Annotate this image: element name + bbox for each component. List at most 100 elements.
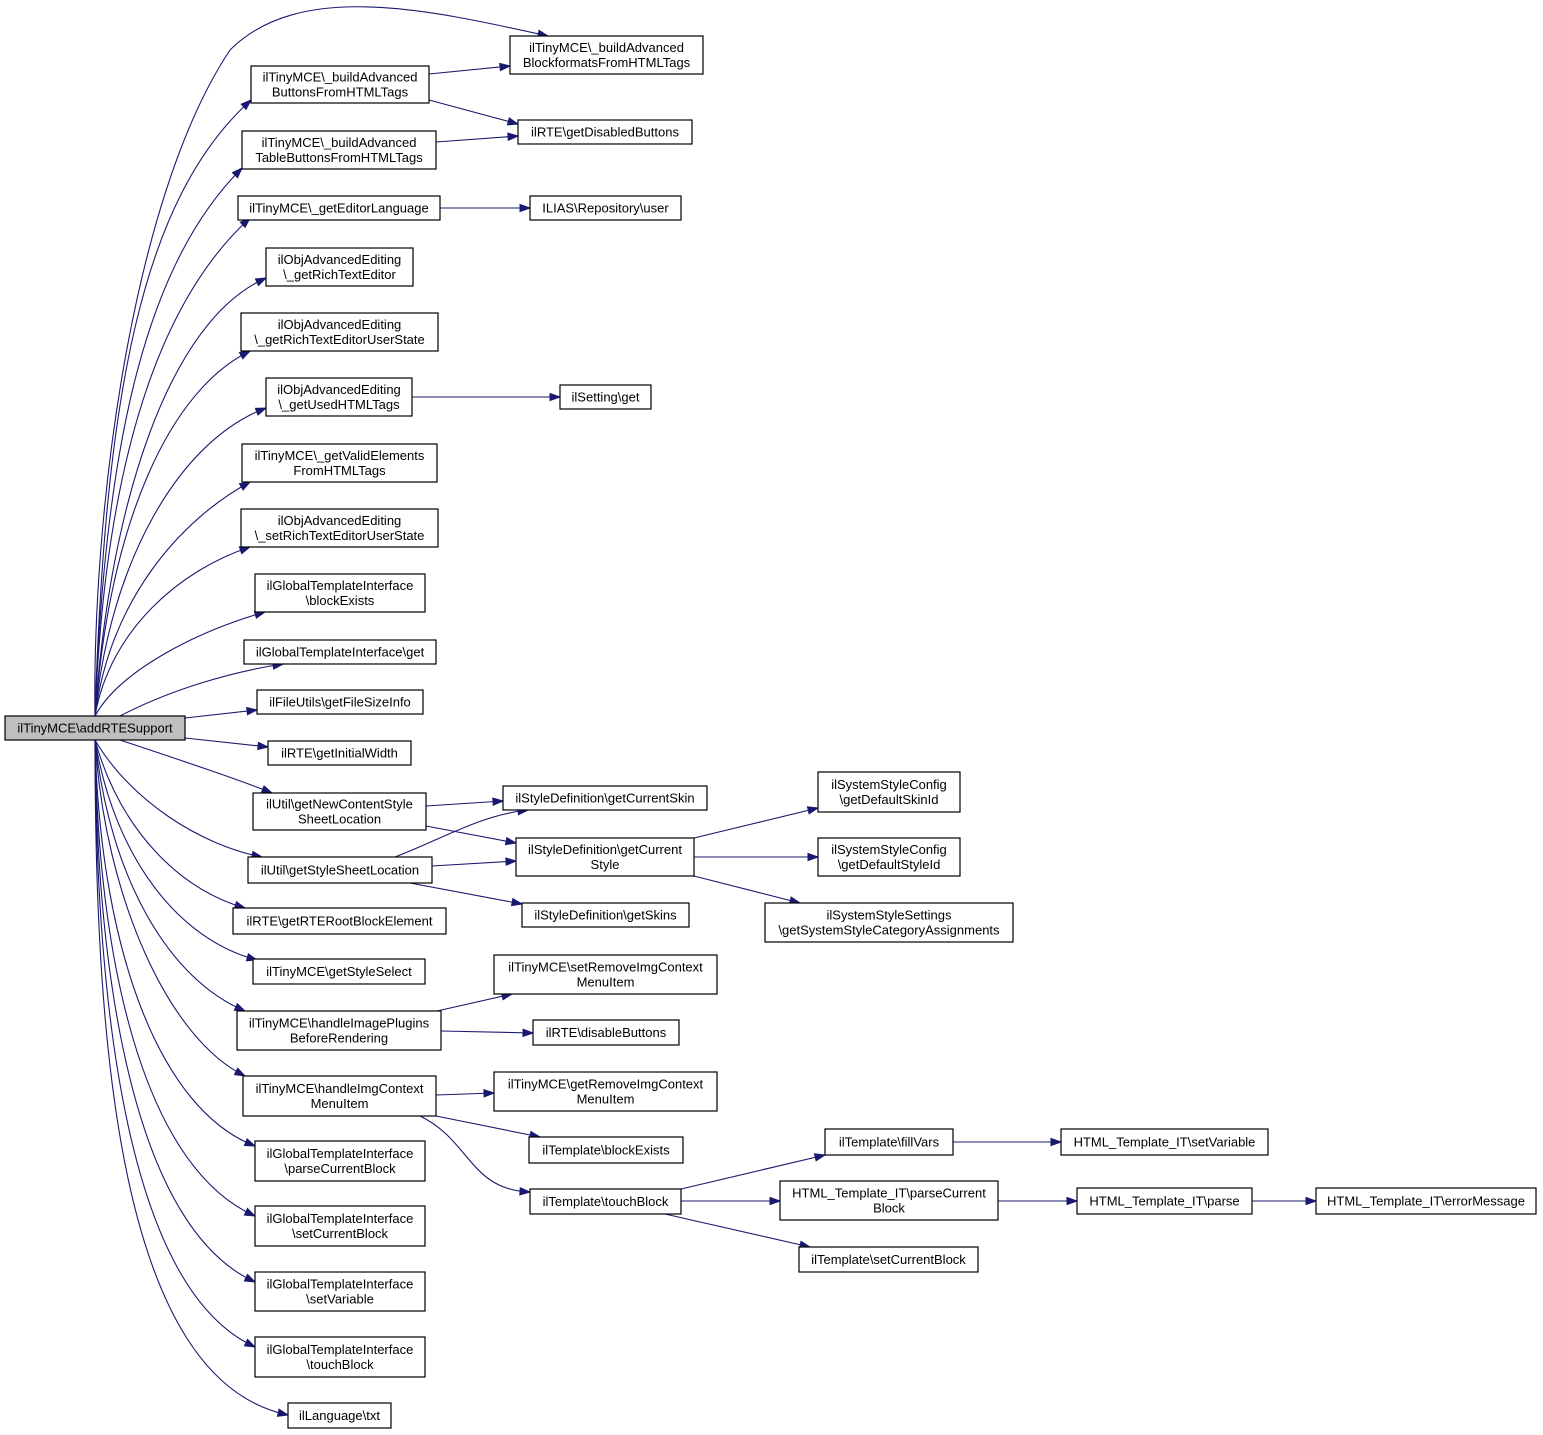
node-tplSetCurrentBlock-label-0: ilTemplate\setCurrentBlock [811, 1252, 966, 1267]
node-getRTERootBlock-box [232, 907, 447, 935]
node-getDisabledButtons[interactable]: ilRTE\getDisabledButtons [517, 119, 693, 145]
edge-tplTouchBlock-to-tplSetCurrentBlock [664, 1213, 811, 1248]
node-getSystemStyleCat-box [764, 902, 1014, 943]
node-getUsedHTMLTags-box [265, 377, 413, 417]
edge-root-to-handleImgContext [94, 739, 246, 1077]
edge-root-to-getUsedHTMLTags [94, 407, 267, 717]
node-getRTERootBlock-label-0: ilRTE\getRTERootBlockElement [247, 914, 433, 929]
node-buildAdvTableButtons[interactable]: ilTinyMCE\_buildAdvancedTableButtonsFrom… [241, 130, 437, 170]
node-getDefaultSkinId[interactable]: ilSystemStyleConfig\getDefaultSkinId [817, 771, 961, 813]
node-gtiParseCurrent-label-1: \parseCurrentBlock [284, 1161, 396, 1176]
arrowhead-getRichTextEditorUserState [238, 350, 252, 360]
edge-root-to-getRichTextEditorUserState [94, 350, 251, 717]
edge-root-to-getRichTextEditor [94, 277, 267, 717]
node-settingGet[interactable]: ilSetting\get [559, 384, 652, 410]
edge-handleImagePlugins-to-disableButtons [440, 1030, 534, 1034]
node-buildAdvBlockformats-box [509, 35, 704, 75]
node-fillVars-label-0: ilTemplate\fillVars [839, 1135, 940, 1150]
node-handleImgContext-label-1: MenuItem [311, 1096, 369, 1111]
node-settingGet-box [559, 384, 652, 410]
edge-root-to-gtiParseCurrent [94, 739, 256, 1147]
node-getDefaultStyleId[interactable]: ilSystemStyleConfig\getDefaultStyleId [817, 837, 961, 877]
node-getInitialWidth[interactable]: ilRTE\getInitialWidth [267, 740, 412, 766]
node-tplBlockExists[interactable]: ilTemplate\blockExists [528, 1136, 684, 1164]
node-getRichTextEditor-box [265, 247, 414, 287]
node-repositoryUser[interactable]: ILIAS\Repository\user [529, 195, 682, 221]
node-disableButtons[interactable]: ilRTE\disableButtons [532, 1019, 680, 1046]
node-buildAdvBlockformats-label-0: ilTinyMCE\_buildAdvanced [529, 40, 684, 55]
node-getRichTextEditor[interactable]: ilObjAdvancedEditing\_getRichTextEditor [265, 247, 414, 287]
node-root[interactable]: ilTinyMCE\addRTESupport [4, 715, 186, 741]
node-getFileSizeInfo-label-0: ilFileUtils\getFileSizeInfo [269, 695, 411, 710]
edge-root-to-getStyleSheetLocation [94, 739, 263, 858]
node-buildAdvBlockformats[interactable]: ilTinyMCE\_buildAdvancedBlockformatsFrom… [509, 35, 704, 75]
node-getEditorLanguage[interactable]: ilTinyMCE\_getEditorLanguage [237, 195, 441, 221]
node-getNewContentStyle-label-0: ilUtil\getNewContentStyle [266, 797, 413, 812]
edge-root-to-gtiBlockExists [94, 611, 266, 717]
arrowhead-handleImagePlugins [233, 1002, 247, 1012]
edge-handleImagePlugins-to-setRemoveImgCtx [436, 993, 513, 1012]
node-getSkins[interactable]: ilStyleDefinition\getSkins [521, 902, 690, 928]
node-htmlParse[interactable]: HTML_Template_IT\parse [1076, 1187, 1253, 1215]
node-getNewContentStyle-label-1: SheetLocation [298, 812, 381, 827]
node-handleImagePlugins-label-0: ilTinyMCE\handleImagePlugins [249, 1016, 430, 1031]
node-getSystemStyleCat[interactable]: ilSystemStyleSettings\getSystemStyleCate… [764, 902, 1014, 943]
node-htmlErrorMessage[interactable]: HTML_Template_IT\errorMessage [1315, 1187, 1537, 1215]
node-getFileSizeInfo[interactable]: ilFileUtils\getFileSizeInfo [256, 689, 424, 715]
node-htmlSetVariable[interactable]: HTML_Template_IT\setVariable [1060, 1128, 1269, 1156]
node-gtiGet[interactable]: ilGlobalTemplateInterface\get [243, 639, 437, 665]
node-fillVars[interactable]: ilTemplate\fillVars [824, 1128, 954, 1156]
node-gtiSetCurrent[interactable]: ilGlobalTemplateInterface\setCurrentBloc… [254, 1205, 426, 1247]
node-tplSetCurrentBlock[interactable]: ilTemplate\setCurrentBlock [798, 1246, 979, 1273]
node-gtiBlockExists[interactable]: ilGlobalTemplateInterface\blockExists [254, 573, 426, 613]
node-repositoryUser-box [529, 195, 682, 221]
node-buildAdvButtons-box [250, 65, 430, 104]
node-gtiParseCurrent[interactable]: ilGlobalTemplateInterface\parseCurrentBl… [254, 1140, 426, 1182]
node-setRichTextEditorUserState[interactable]: ilObjAdvancedEditing\_setRichTextEditorU… [240, 508, 439, 548]
node-getDefaultSkinId-label-1: \getDefaultSkinId [839, 792, 938, 807]
arrowhead-htmlParseCurrent [769, 1196, 782, 1206]
node-buildAdvButtons[interactable]: ilTinyMCE\_buildAdvancedButtonsFromHTMLT… [250, 65, 430, 104]
node-handleImagePlugins-box [236, 1010, 442, 1051]
node-htmlParseCurrent-label-0: HTML_Template_IT\parseCurrent [792, 1186, 986, 1201]
node-setRemoveImgCtx-label-1: MenuItem [577, 975, 635, 990]
node-tplTouchBlock[interactable]: ilTemplate\touchBlock [529, 1188, 682, 1215]
arrowhead-gtiSetVariable [243, 1273, 257, 1283]
node-getStyleSheetLocation[interactable]: ilUtil\getStyleSheetLocation [247, 856, 433, 884]
node-buildAdvBlockformats-label-1: BlockformatsFromHTMLTags [523, 55, 691, 70]
arrowhead-htmlErrorMessage [1305, 1196, 1318, 1206]
edge-getCurrentStyle-to-getSystemStyleCat [693, 875, 801, 904]
arrowhead-htmlSetVariable [1050, 1137, 1063, 1147]
node-getStyleSelect[interactable]: ilTinyMCE\getStyleSelect [252, 958, 426, 985]
edge-getCurrentStyle-to-getDefaultSkinId [693, 807, 819, 839]
node-getUsedHTMLTags[interactable]: ilObjAdvancedEditing\_getUsedHTMLTags [265, 377, 413, 417]
node-getCurrentSkin-box [502, 785, 708, 811]
node-getEditorLanguage-label-0: ilTinyMCE\_getEditorLanguage [249, 201, 428, 216]
node-handleImagePlugins[interactable]: ilTinyMCE\handleImagePluginsBeforeRender… [236, 1010, 442, 1051]
node-getFileSizeInfo-box [256, 689, 424, 715]
node-settingGet-label-0: ilSetting\get [572, 390, 640, 405]
node-gtiSetVariable[interactable]: ilGlobalTemplateInterface\setVariable [254, 1271, 426, 1312]
node-getRichTextEditorUserState[interactable]: ilObjAdvancedEditing\_getRichTextEditorU… [240, 312, 439, 352]
node-getCurrentSkin[interactable]: ilStyleDefinition\getCurrentSkin [502, 785, 708, 811]
node-htmlParseCurrent[interactable]: HTML_Template_IT\parseCurrentBlock [779, 1180, 999, 1221]
edge-getNewContentStyle-to-getCurrentStyle [425, 825, 517, 844]
node-getRichTextEditorUserState-label-1: \_getRichTextEditorUserState [254, 332, 425, 347]
edge-root-to-gtiGet [119, 663, 284, 717]
edge-root-to-getEditorLanguage [94, 217, 251, 717]
node-getUsedHTMLTags-label-0: ilObjAdvancedEditing [277, 382, 401, 397]
node-buildAdvTableButtons-box [241, 130, 437, 170]
node-gtiTouchBlock[interactable]: ilGlobalTemplateInterface\touchBlock [254, 1336, 426, 1378]
node-getStyleSelect-box [252, 958, 426, 985]
node-getRTERootBlock[interactable]: ilRTE\getRTERootBlockElement [232, 907, 447, 935]
arrowhead-getDisabledButtons [506, 117, 520, 126]
node-htmlParseCurrent-label-1: Block [873, 1201, 905, 1216]
node-languageTxt[interactable]: ilLanguage\txt [287, 1402, 392, 1429]
